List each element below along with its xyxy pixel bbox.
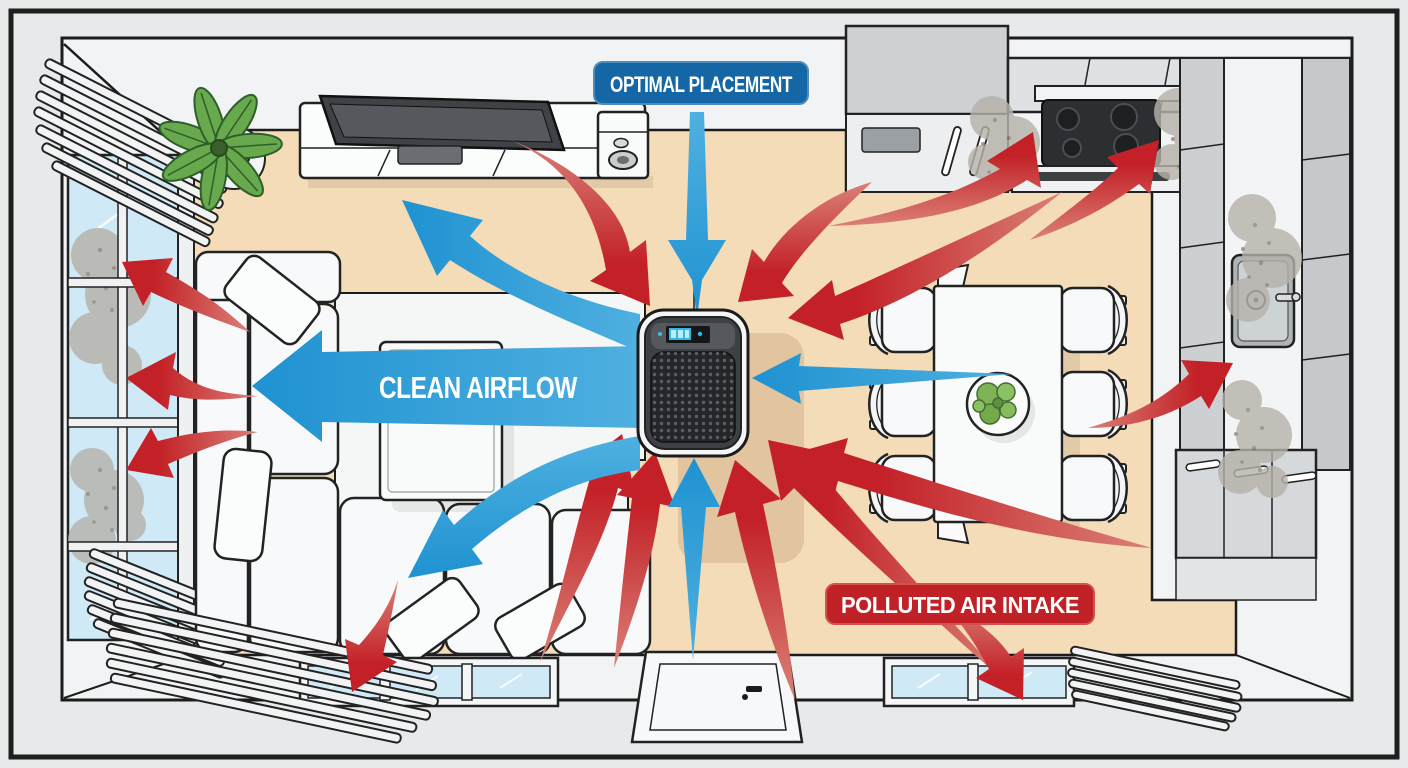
burner xyxy=(1056,107,1080,131)
pillow xyxy=(384,576,480,664)
pillow xyxy=(223,254,321,346)
polluted-arrow xyxy=(1088,360,1233,428)
diagram-border xyxy=(8,8,1400,760)
tv xyxy=(318,94,566,165)
speaker xyxy=(596,110,650,180)
clean-arrow xyxy=(668,112,726,318)
tv-stand xyxy=(397,145,463,165)
polluted-arrow xyxy=(126,352,258,410)
clean-arrow xyxy=(752,353,1013,404)
potted-plant xyxy=(158,86,283,212)
bottom-window-right xyxy=(882,656,1076,708)
polluted-arrow xyxy=(614,452,675,668)
curtains-bottom-right xyxy=(1067,645,1243,732)
polluted-arrow xyxy=(126,428,258,478)
smoke-cloud xyxy=(68,448,146,564)
polluted-arrow xyxy=(768,440,1012,688)
cabinet-handle xyxy=(941,126,962,177)
door-handle xyxy=(746,686,762,692)
end-chair xyxy=(937,520,970,545)
corner-wall-edge xyxy=(1235,654,1351,699)
pillow xyxy=(213,447,273,563)
polluted-arrow xyxy=(828,132,1041,226)
clean-air-arrows xyxy=(252,112,1013,660)
polluted-arrow xyxy=(788,192,1062,340)
window-mullion xyxy=(67,417,181,428)
door xyxy=(630,650,804,744)
polluted-arrow xyxy=(788,438,1152,548)
polluted-arrow xyxy=(505,138,650,306)
window-mullion xyxy=(67,541,181,552)
air-purifier xyxy=(636,308,750,458)
smoke-cloud xyxy=(1218,380,1292,498)
clean-arrow xyxy=(408,436,640,578)
clean-arrow xyxy=(668,458,720,660)
clean-arrow xyxy=(402,200,640,352)
polluted-arrow xyxy=(540,434,635,662)
polluted-air-intake-text: POLLUTED AIR INTAKE xyxy=(841,592,1079,618)
burner xyxy=(1110,103,1138,131)
smoke-cloud xyxy=(1226,194,1302,322)
polluted-arrow xyxy=(122,258,250,332)
blinds-top-left xyxy=(33,58,228,248)
burner xyxy=(1062,138,1082,158)
optimal-placement-text: OPTIMAL PLACEMENT xyxy=(610,72,793,97)
polluted-air-arrows xyxy=(122,132,1233,700)
vent-panel xyxy=(861,127,921,153)
polluted-arrow xyxy=(1030,140,1159,240)
dining-chair xyxy=(1058,284,1128,356)
polluted-arrow xyxy=(738,182,872,302)
dining-chair xyxy=(1058,452,1128,524)
clean-airflow-arrow xyxy=(252,330,640,442)
polluted-arrow xyxy=(345,580,398,692)
polluted-arrow xyxy=(717,460,795,700)
left-window xyxy=(66,147,195,651)
polluted-air-intake-label: POLLUTED AIR INTAKE xyxy=(825,583,1095,625)
dining-set xyxy=(868,263,1128,545)
clean-airflow-text: CLEAN AIRFLOW xyxy=(379,370,578,405)
polluted-arrow xyxy=(940,600,1024,700)
fruit-bowl xyxy=(965,371,1035,443)
optimal-placement-label: OPTIMAL PLACEMENT xyxy=(593,61,809,105)
